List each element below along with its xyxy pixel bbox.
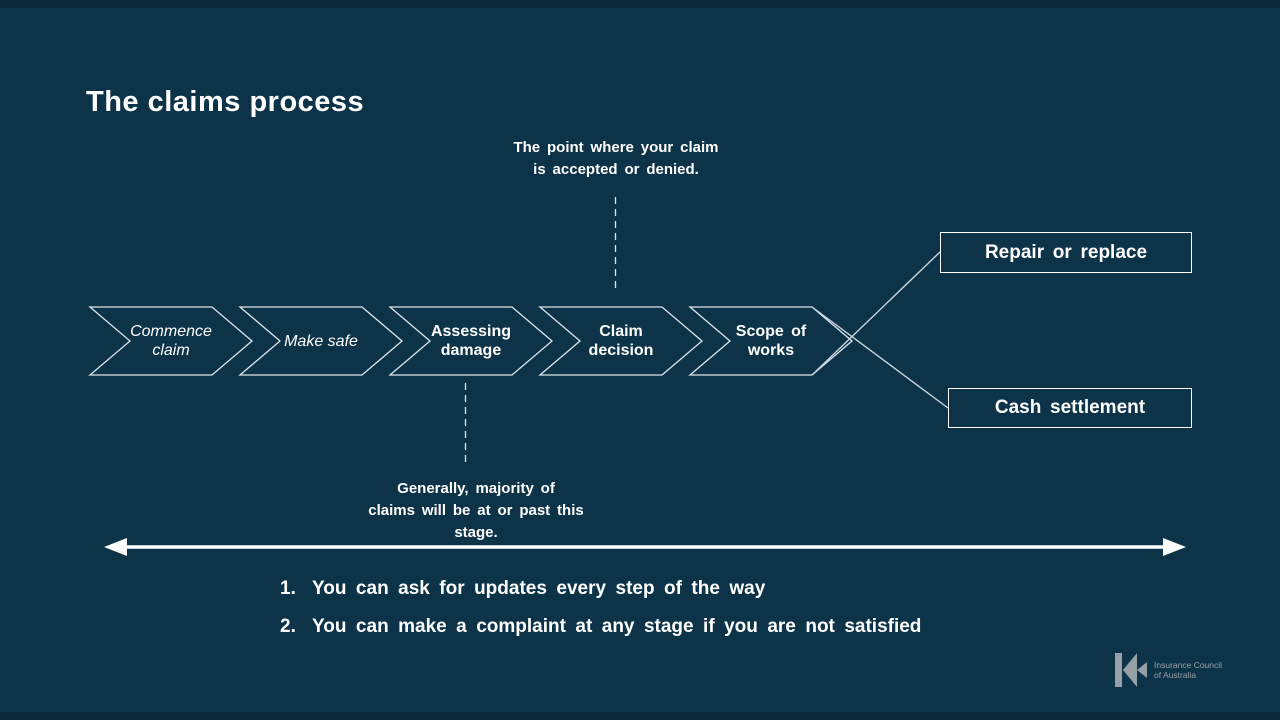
note-item-2: 2. You can make a complaint at any stage… xyxy=(280,616,921,638)
step-label-scope-of-works: Scope of works xyxy=(735,323,807,359)
chevron-step-2 xyxy=(238,306,404,376)
note-item-1: 1. You can ask for updates every step of… xyxy=(280,578,765,600)
step-label-commence-claim: Commence claim xyxy=(130,323,212,359)
chevron-step-1 xyxy=(88,306,254,376)
page-title: The claims process xyxy=(86,86,365,118)
footer-logo-text: Insurance Council of Australia xyxy=(1154,659,1223,681)
annotation-assessing-damage: Generally, majority of claims will be at… xyxy=(368,480,584,541)
arrowhead-right-icon xyxy=(1163,538,1186,556)
arrowhead-left-icon xyxy=(104,538,127,556)
step-label-claim-decision: Claim decision xyxy=(588,323,654,359)
chevron-step-4 xyxy=(538,306,704,376)
outcome-box-cash-settlement: Cash settlement xyxy=(948,388,1192,428)
branch-line-to-repair xyxy=(811,251,941,376)
chevron-step-3 xyxy=(388,306,554,376)
note-1-text: You can ask for updates every step of th… xyxy=(312,578,766,599)
note-2-text: You can make a complaint at any stage if… xyxy=(312,616,922,637)
note-1-number: 1. xyxy=(280,578,296,599)
outcome-label-repair-or-replace: Repair or replace xyxy=(984,241,1148,263)
top-edge-strip xyxy=(0,0,1280,8)
step-label-assessing-damage: Assessing damage xyxy=(430,323,512,359)
footer-logo: Insurance Council of Australia xyxy=(1108,648,1268,692)
outcome-box-repair-or-replace: Repair or replace xyxy=(940,232,1192,273)
branch-line-to-cash xyxy=(811,306,949,409)
insurance-council-logo-icon xyxy=(1115,653,1147,687)
outcome-label-cash-settlement: Cash settlement xyxy=(994,397,1146,418)
annotation-claim-decision: The point where your claim is accepted o… xyxy=(513,139,719,178)
bottom-edge-strip xyxy=(0,712,1280,720)
step-label-make-safe: Make safe xyxy=(284,332,358,350)
note-2-number: 2. xyxy=(280,616,296,637)
